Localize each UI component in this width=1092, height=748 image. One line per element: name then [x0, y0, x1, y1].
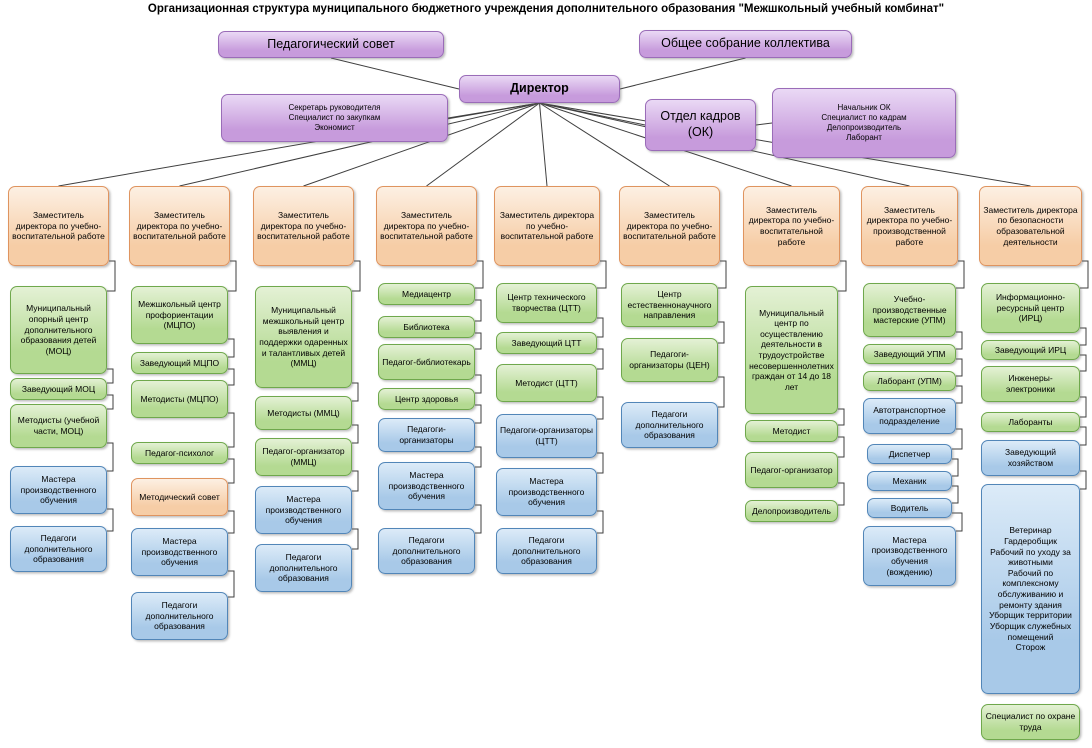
c8-mastera-vozhdenie: Мастера производственного обучения (вожд… — [863, 526, 956, 586]
c2-mcpo: Межшкольный центр профориентации (МЦПО) — [131, 286, 228, 344]
c4-organizatory: Педагоги-организаторы — [378, 418, 475, 452]
d7: Заместитель директора по учебно-воспитат… — [743, 186, 840, 266]
c7-centr-trud: Муниципальный центр по осуществлению дея… — [745, 286, 838, 414]
c1-mastera: Мастера производственного обучения — [10, 466, 107, 514]
otdel-kadrov: Отдел кадров (ОК) — [645, 99, 756, 151]
c6-cen: Центр естественнонаучного направления — [621, 283, 718, 327]
chart-title: Организационная структура муниципального… — [147, 3, 945, 15]
d6: Заместитель директора по учебно-воспитат… — [619, 186, 720, 266]
c8-voditel: Водитель — [867, 498, 952, 518]
c4-centr-zdorovya: Центр здоровья — [378, 388, 475, 410]
c8-laborant: Лаборант (УПМ) — [863, 371, 956, 391]
c9-zav-irc: Заведующий ИРЦ — [981, 340, 1080, 360]
c9-inzhenery: Инженеры-электроники — [981, 366, 1080, 402]
c5-organizatory: Педагоги-организаторы (ЦТТ) — [496, 414, 597, 458]
c6-pedagogi-do: Педагоги дополнительного образования — [621, 402, 718, 448]
c2-pedagogi-do: Педагоги дополнительного образования — [131, 592, 228, 640]
c7-organizator: Педагог-организатор — [745, 452, 838, 488]
c9-ohrana-truda: Специалист по охране труда — [981, 704, 1080, 740]
c2-psiholog: Педагог-психолог — [131, 442, 228, 464]
pedsovet: Педагогический совет — [218, 31, 444, 58]
c8-dispetcher: Диспетчер — [867, 444, 952, 464]
d3: Заместитель директора по учебно-воспитат… — [253, 186, 354, 266]
c4-mastera: Мастера производственного обучения — [378, 462, 475, 510]
c7-metodist: Методист — [745, 420, 838, 442]
c1-moc: Муниципальный опорный центр дополнительн… — [10, 286, 107, 374]
c4-mediacentr: Медиацентр — [378, 283, 475, 305]
d9: Заместитель директора по безопасности об… — [979, 186, 1082, 266]
c3-pedagogi-do: Педагоги дополнительного образования — [255, 544, 352, 592]
c9-zav-hozyaystvom: Заведующий хозяйством — [981, 440, 1080, 476]
obshchee-sobranie: Общее собрание коллектива — [639, 30, 852, 58]
c3-metodisty: Методисты (ММЦ) — [255, 396, 352, 430]
d2: Заместитель директора по учебно-воспитат… — [129, 186, 230, 266]
c3-organizator: Педагог-организатор (ММЦ) — [255, 438, 352, 476]
c9-irc: Информационно-ресурсный центр (ИРЦ) — [981, 283, 1080, 333]
c2-zav-mcpo: Заведующий МЦПО — [131, 352, 228, 374]
c5-metodist: Методист (ЦТТ) — [496, 364, 597, 402]
c8-avtotransport: Автотранспортное подразделение — [863, 398, 956, 434]
c5-mastera: Мастера производственного обучения — [496, 468, 597, 516]
c4-biblioteka: Библиотека — [378, 316, 475, 338]
c2-metodisty: Методисты (МЦПО) — [131, 380, 228, 418]
c1-pedagogi-do: Педагоги дополнительного образования — [10, 526, 107, 572]
c5-ctt: Центр технического творчества (ЦТТ) — [496, 283, 597, 323]
c1-zav-moc: Заведующий МОЦ — [10, 378, 107, 400]
c3-mastera: Мастера производственного обучения — [255, 486, 352, 534]
c3-mmc: Муниципальный межшкольный центр выявлени… — [255, 286, 352, 388]
c8-zav-upm: Заведующий УПМ — [863, 344, 956, 364]
c2-mastera: Мастера производственного обучения — [131, 528, 228, 576]
d8: Заместитель директора по учебно-производ… — [861, 186, 958, 266]
director: Директор — [459, 75, 620, 103]
c9-laboranty: Лаборанты — [981, 412, 1080, 432]
d1: Заместитель директора по учебно-воспитат… — [8, 186, 109, 266]
c1-metodisty: Методисты (учебной части, МОЦ) — [10, 404, 107, 448]
c8-upm: Учебно-производственные мастерские (УПМ) — [863, 283, 956, 337]
d4: Заместитель директора по учебно-воспитат… — [376, 186, 477, 266]
c2-metodsovet: Методический совет — [131, 478, 228, 516]
c6-organizatory: Педагоги-организаторы (ЦЕН) — [621, 338, 718, 382]
c4-bibliotekar: Педагог-библиотекарь — [378, 344, 475, 380]
c4-pedagogi-do: Педагоги дополнительного образования — [378, 528, 475, 574]
d5: Заместитель директора по учебно-воспитат… — [494, 186, 600, 266]
c5-zav-ctt: Заведующий ЦТТ — [496, 332, 597, 354]
c8-mehanik: Механик — [867, 471, 952, 491]
nachalnik-ok-group: Начальник ОК Специалист по кадрам Делопр… — [772, 88, 956, 158]
secretary-group: Секретарь руководителя Специалист по зак… — [221, 94, 448, 142]
c9-obsluga: Ветеринар Гардеробщик Рабочий по уходу з… — [981, 484, 1080, 694]
c5-pedagogi-do: Педагоги дополнительного образования — [496, 528, 597, 574]
c7-deloproizvoditel: Делопроизводитель — [745, 500, 838, 522]
